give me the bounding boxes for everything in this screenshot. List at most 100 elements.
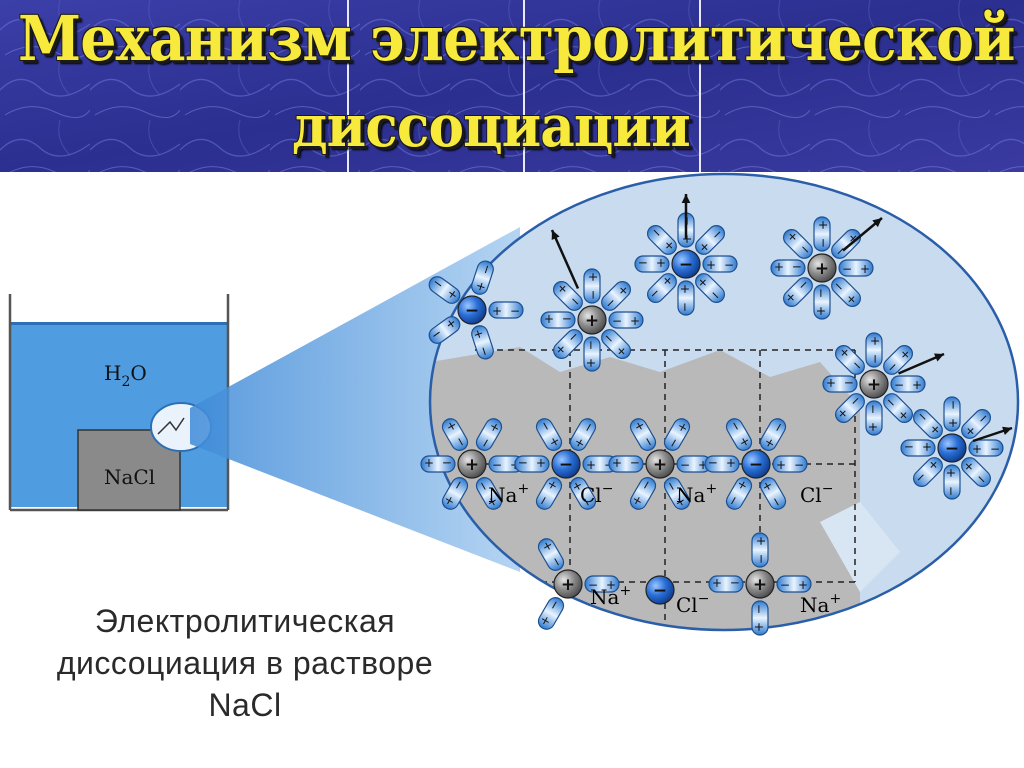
svg-text:−: −	[944, 486, 958, 496]
water-dipole: −+	[834, 392, 865, 424]
svg-text:+: +	[424, 456, 434, 470]
water-dipole: +−	[646, 224, 678, 255]
svg-text:+: +	[774, 260, 784, 274]
water-dipole: +−	[702, 255, 738, 273]
chloride-ion-2: +−+−+−+−+−+−+−+−−	[634, 194, 738, 316]
water-dipole: +−	[968, 439, 1004, 457]
water-dipole: −+	[420, 455, 456, 473]
svg-text:+: +	[712, 576, 722, 590]
svg-text:+: +	[606, 578, 616, 592]
svg-text:+: +	[586, 458, 596, 472]
water-dipole: +−	[772, 455, 808, 473]
water-dipole: −+	[708, 575, 744, 593]
water-label: H2O	[104, 361, 147, 390]
svg-text:−: −	[586, 290, 600, 300]
water-dipole: +−	[912, 456, 943, 488]
svg-text:−: −	[752, 604, 766, 614]
svg-text:−: −	[868, 354, 882, 364]
svg-text:−: −	[794, 458, 804, 472]
title-banner: Механизм электролитической диссоциации	[0, 0, 1024, 172]
svg-text:+: +	[472, 280, 488, 294]
water-dipole: −+	[540, 311, 576, 329]
svg-text:+: +	[868, 336, 882, 346]
water-dipole: +−	[535, 477, 563, 510]
chloride-ion-11: −	[645, 575, 675, 605]
water-dipole: −+	[608, 311, 644, 329]
svg-text:+: +	[860, 262, 870, 276]
water-dipole: −+	[475, 418, 503, 451]
svg-text:−: −	[904, 440, 914, 454]
svg-text:+: +	[972, 442, 982, 456]
svg-text:+: +	[754, 536, 768, 546]
chloride-ion-7: +−+−+−+−+−+−−	[514, 418, 618, 510]
water-dipole: −+	[830, 277, 862, 308]
svg-text:−: −	[492, 458, 502, 472]
water-dipole: −+	[537, 597, 565, 630]
svg-text:+: +	[706, 258, 716, 272]
svg-text:−: −	[584, 340, 598, 350]
water-dipole: −+	[441, 418, 469, 451]
sodium-ion-6: −+−+−+−+−+−++	[420, 418, 524, 510]
svg-text:−: −	[476, 344, 492, 358]
water-dipole: −+	[882, 393, 914, 424]
lattice-label-6: Cl−	[676, 591, 709, 617]
svg-text:+: +	[585, 311, 599, 331]
svg-text:−: −	[894, 378, 904, 392]
water-dipole: −+	[834, 344, 866, 375]
svg-text:−: −	[478, 262, 494, 276]
svg-text:+: +	[544, 312, 554, 326]
svg-text:+: +	[826, 376, 836, 390]
magnified-view: +−+−+−+−+−−−+−+−+−+−+−+−+−+++−+−+−+−+−+−…	[420, 172, 1020, 636]
svg-text:−: −	[653, 581, 667, 601]
svg-text:−: −	[612, 314, 622, 328]
water-dipole: −+	[663, 418, 691, 451]
svg-text:−: −	[754, 554, 768, 564]
svg-text:−: −	[630, 456, 640, 470]
svg-text:−: −	[518, 456, 528, 470]
lattice-label-4: Cl−	[800, 481, 833, 507]
sodium-ion-8: −+−+−+−+−+−++	[608, 418, 712, 510]
svg-text:+: +	[536, 456, 546, 470]
water-dipole: −+	[601, 280, 632, 312]
svg-text:+: +	[584, 358, 598, 368]
sodium-ion-10: −+−+−++	[537, 538, 620, 630]
sodium-ion-4: −+−+−+−+−+−+−+−++	[822, 332, 945, 436]
water-dipole: +−	[759, 477, 787, 510]
svg-text:+: +	[776, 458, 786, 472]
caption-line-3: NaCl	[208, 687, 282, 723]
svg-text:−: −	[588, 578, 598, 592]
water-dipole: −+	[813, 284, 831, 320]
zoom-beam	[190, 227, 520, 572]
svg-text:−: −	[814, 288, 828, 298]
svg-text:+: +	[612, 456, 622, 470]
svg-text:+: +	[561, 575, 575, 595]
svg-text:+: +	[471, 327, 487, 341]
svg-text:−: −	[724, 258, 734, 272]
title-line-2: диссоциации	[292, 92, 691, 160]
svg-text:−: −	[708, 456, 718, 470]
ions-layer: +−+−+−+−+−−−+−+−+−+−+−+−+−+++−+−+−+−+−+−…	[420, 194, 1013, 636]
water-dipole: −+	[782, 228, 814, 259]
water-dipole: +−	[961, 408, 992, 440]
water-dipole: +−	[725, 418, 753, 451]
svg-text:+: +	[630, 314, 640, 328]
svg-text:−: −	[442, 456, 452, 470]
water-dipole: +−	[943, 396, 961, 432]
water-dipole: +−	[471, 325, 494, 360]
svg-text:−: −	[749, 455, 763, 475]
svg-text:−: −	[780, 578, 790, 592]
water-dipole: +−	[428, 275, 461, 304]
beaker: H2O NaCl	[8, 294, 230, 512]
svg-text:−: −	[730, 576, 740, 590]
water-dipole: −+	[608, 455, 644, 473]
sodium-ion-1: −+−+−+−+−+−+−+−++	[540, 229, 644, 372]
water-dipole: +−	[677, 280, 695, 316]
dissociation-diagram: H2O NaCl	[8, 172, 1020, 636]
svg-text:+: +	[946, 418, 960, 428]
salt-label: NaCl	[104, 465, 155, 489]
svg-text:−: −	[562, 312, 572, 326]
svg-text:−: −	[680, 458, 690, 472]
water-dipole: −+	[583, 268, 601, 304]
svg-text:−: −	[990, 442, 1000, 456]
svg-text:−: −	[638, 256, 648, 270]
